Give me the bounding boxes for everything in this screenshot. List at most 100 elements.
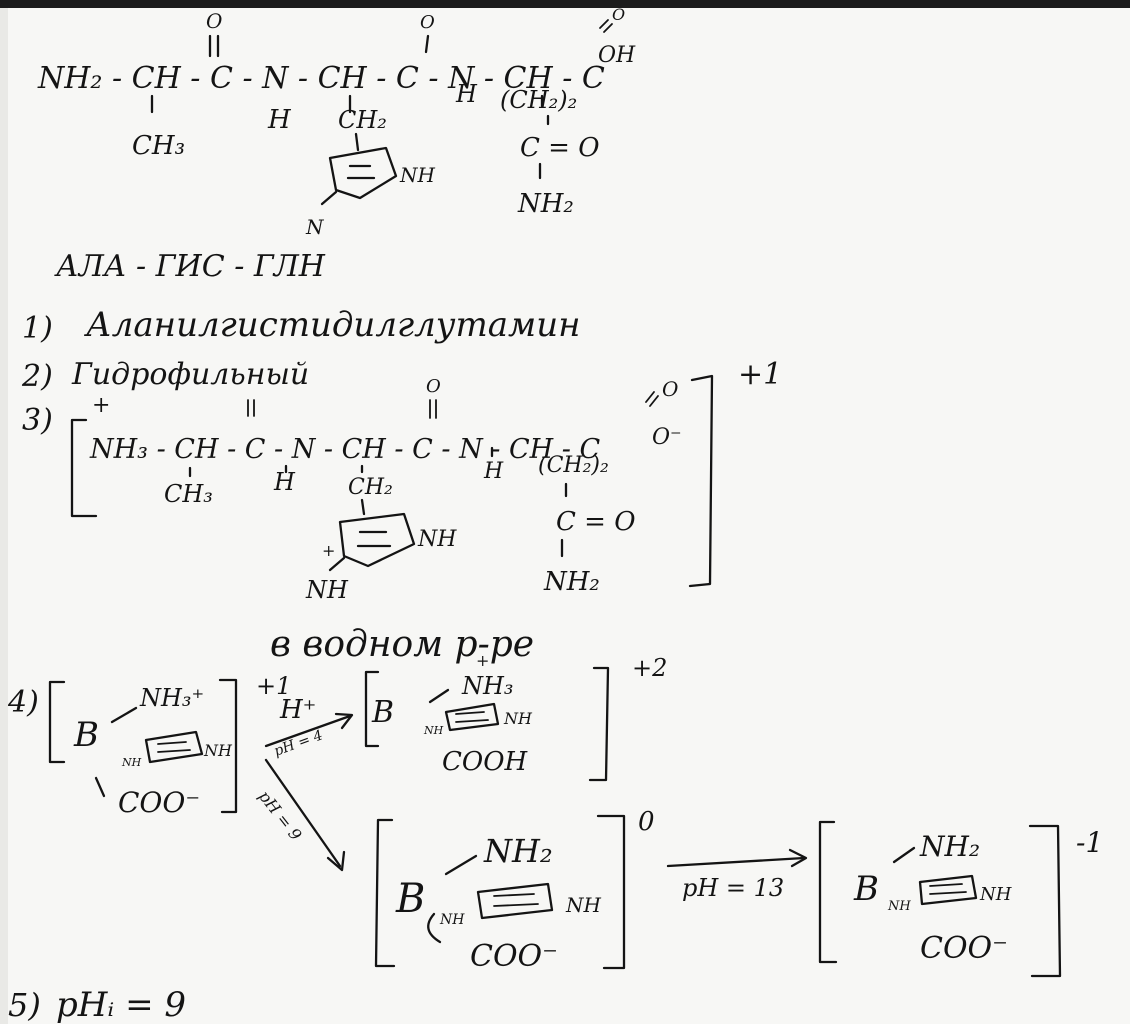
item5-phi-value: pHᵢ = 9	[56, 985, 186, 1024]
d-charge: -1	[1076, 826, 1103, 859]
arrow-ph4: H⁺ pH = 4	[264, 695, 354, 760]
a-ring-nh: NH	[203, 741, 233, 760]
answer-items-1-2: 1) Аланилгистидилглутамин 2) Гидрофильны…	[21, 305, 581, 394]
imidazole-ring-1	[328, 146, 398, 200]
b-letter-c: B	[395, 876, 425, 922]
item4-label: 4)	[7, 685, 39, 720]
item4-ph-scheme: 4) B NH₃⁺ NH NH COO⁻ +1 H⁺ pH = 4	[7, 651, 1103, 978]
item1-label: 1)	[22, 311, 53, 346]
arrow-ph9: pH = 9	[255, 758, 346, 872]
item3-carbonyl-o: O	[426, 376, 441, 397]
item3-side-chain: (CH₂)₂	[538, 453, 609, 478]
peptide-main-chain: NH₂ - CH - C - N - CH - C - N - CH - C	[37, 61, 605, 96]
c-charge: 0	[638, 807, 655, 837]
bracket-left-b	[364, 670, 380, 748]
b-cooh: COOH	[442, 747, 529, 777]
peptide-abbreviation: АЛА - ГИС - ГЛН	[54, 249, 326, 284]
item3-charge: +1	[738, 357, 782, 392]
arrow-ph13: pH = 13	[666, 848, 808, 902]
a-ring-nh-small: NH	[121, 756, 142, 769]
arrow-ph13-label: pH = 13	[682, 874, 784, 902]
a-charge: +1	[256, 672, 291, 700]
left-paper-edge	[0, 8, 8, 1024]
item2-hydrophilic: Гидрофильный	[71, 357, 309, 392]
bracket-left-d	[818, 820, 838, 964]
item3-ch2: CH₂	[348, 475, 393, 500]
bracket-right-c	[596, 814, 626, 970]
b-ring-nh: NH	[503, 709, 533, 728]
item3-gln-carbonyl: C = O	[556, 507, 636, 537]
d-ring-nh-small: NH	[887, 899, 911, 914]
species-plus2: B + NH₃ NH NH COOH +2	[364, 651, 667, 782]
b-letter-b: B	[371, 695, 394, 730]
c-ring-nh: NH	[565, 893, 602, 917]
top-peptide-structure: NH₂ - CH - C - N - CH - C - N - CH - C O…	[37, 5, 636, 284]
arrow-h-plus: H⁺	[279, 695, 316, 725]
bracket-right-a	[218, 678, 238, 814]
arrow-ph9-label: pH = 9	[255, 787, 306, 844]
item5-isoelectric-point: 5) pHᵢ = 9	[8, 985, 186, 1024]
ring-a	[144, 730, 204, 764]
amide-h-2: H	[455, 80, 478, 108]
item3-carboxyl-o: O	[662, 377, 678, 401]
item3-ring-nh: NH	[417, 527, 457, 552]
b-letter-d: B	[853, 869, 879, 909]
c-ring-nh-small: NH	[439, 912, 465, 928]
bracket-right-b	[588, 666, 610, 782]
b-nh3-plus-sign: +	[476, 651, 489, 670]
d-ring-nh: NH	[979, 884, 1012, 905]
bracket-left-c	[374, 818, 396, 968]
top-dark-border	[0, 0, 1130, 8]
gln-carbonyl: C = O	[520, 133, 600, 163]
b-charge: +2	[632, 654, 667, 682]
item5-label: 5)	[8, 986, 41, 1024]
species-minus1: B NH₂ NH NH COO⁻ -1	[818, 820, 1103, 978]
d-coo-minus: COO⁻	[920, 931, 1008, 966]
item3-aqueous-caption: в водном р-ре	[270, 624, 534, 665]
item3-amide-h-1: H	[273, 468, 296, 496]
species-zero: B NH₂ NH NH COO⁻ 0	[374, 807, 655, 974]
bracket-left-a	[48, 680, 66, 764]
ala-methyl: CH₃	[132, 131, 185, 161]
ring-c	[476, 882, 554, 920]
ring-n-1: N	[305, 215, 325, 239]
b-ring-nh-small: NH	[423, 724, 444, 737]
species-plus1: B NH₃⁺ NH NH COO⁻ +1	[48, 672, 291, 819]
item3-carboxylate: O⁻	[652, 425, 682, 450]
item1-peptide-name: Аланилгистидилглутамин	[84, 305, 581, 345]
item3-label: 3)	[22, 403, 53, 438]
carbonyl-o-2: O	[420, 12, 435, 33]
item3-methyl: CH₃	[164, 480, 213, 508]
carbonyl-o-1: O	[206, 9, 222, 33]
b-nh3: NH₃	[461, 672, 514, 700]
gln-side-chain: (CH₂)₂	[500, 86, 577, 114]
bracket-left-item3	[70, 418, 98, 518]
bracket-right-item3	[688, 374, 714, 588]
item3-amide-h-2: H	[483, 459, 504, 484]
c-coo-minus: COO⁻	[470, 939, 558, 974]
b-letter-a: B	[73, 715, 99, 755]
amide-h-1: H	[267, 105, 292, 135]
imidazole-ring-item3	[338, 512, 416, 568]
gln-amine: NH₂	[517, 189, 574, 219]
item3-gln-amine: NH₂	[543, 567, 600, 597]
ring-nh-1: NH	[399, 163, 436, 187]
item3-ring-plus: +	[322, 541, 335, 560]
item2-label: 2)	[21, 359, 53, 394]
arrow-ph4-label: pH = 4	[272, 727, 325, 759]
bracket-right-d	[1028, 824, 1062, 978]
carboxyl-oh: OH	[598, 43, 636, 68]
d-nh2: NH₂	[919, 830, 980, 863]
item3-charged-structure: 3) +1 + NH₃ - CH - C - N - CH - C - N - …	[22, 357, 782, 665]
c-nh2: NH₂	[483, 832, 553, 870]
a-nh3-plus: NH₃⁺	[139, 684, 204, 712]
ring-d	[918, 874, 978, 906]
ring-b	[444, 702, 500, 732]
item3-ring-nh-plus: NH	[305, 576, 349, 604]
item3-nh3-plus: +	[92, 393, 110, 418]
a-coo-minus: COO⁻	[118, 786, 200, 819]
his-ch2: CH₂	[338, 106, 387, 134]
item3-main-chain: NH₃ - CH - C - N - CH - C - N - CH - C	[89, 434, 600, 465]
carboxyl-o: O	[612, 5, 625, 24]
